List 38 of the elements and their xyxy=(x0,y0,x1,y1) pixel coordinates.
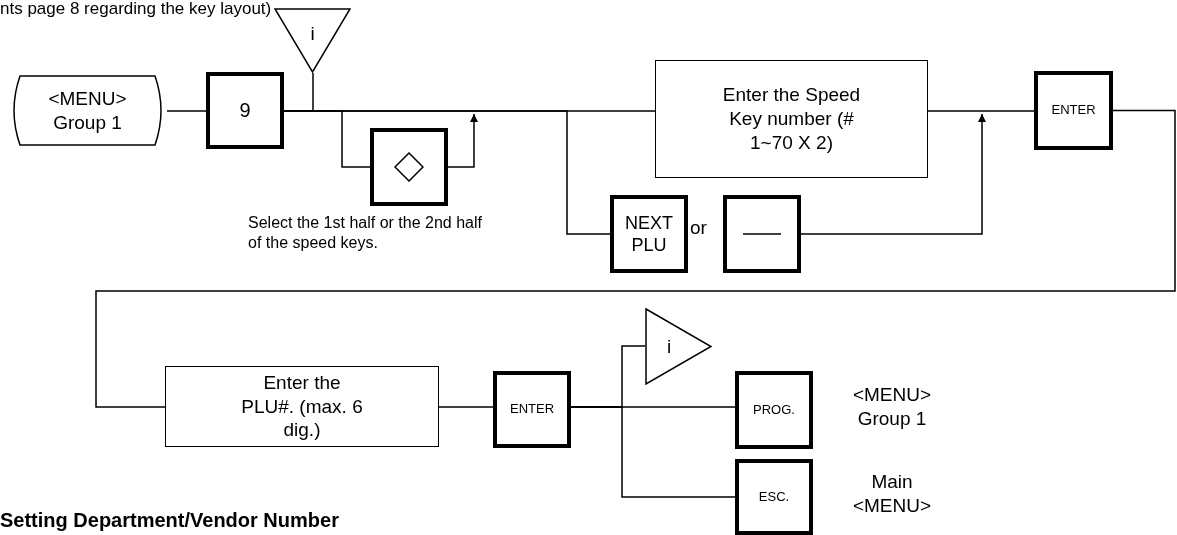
caption-text: <MENU> Group 1 xyxy=(851,383,933,431)
key-box xyxy=(370,128,448,206)
node-text: ESC. xyxy=(758,488,790,506)
key-box xyxy=(493,371,571,448)
connector-word: or xyxy=(690,218,707,237)
node-text: Enter the PLU#. (max. 6 dig.) xyxy=(240,370,364,443)
key-box xyxy=(735,371,813,449)
node-text: PROG. xyxy=(753,401,795,419)
arrow xyxy=(447,113,478,168)
arrow xyxy=(800,113,986,235)
node-text: Enter the Speed Key number (# 1~70 X 2) xyxy=(721,83,862,155)
key-box xyxy=(610,195,688,273)
node-text: i xyxy=(667,334,672,359)
key-box xyxy=(1034,71,1113,150)
caption-text: Main <MENU> xyxy=(851,470,933,518)
connector-line xyxy=(438,406,494,408)
key-box xyxy=(735,459,813,535)
connector-line xyxy=(927,110,1035,112)
node-text: ENTER xyxy=(1051,102,1096,119)
note-text: nts page 8 regarding the key layout) xyxy=(0,0,272,17)
connector-line xyxy=(95,109,1176,408)
key-box xyxy=(723,195,801,273)
connector-line xyxy=(166,110,207,112)
connector-line xyxy=(570,406,736,498)
connector-line xyxy=(312,72,314,112)
node-text: 9 xyxy=(239,98,251,123)
section-heading: Setting Department/Vendor Number xyxy=(0,510,339,530)
node-text: ENTER xyxy=(509,401,555,418)
process-box xyxy=(655,60,928,178)
info-triangle xyxy=(274,8,351,73)
connector-line xyxy=(283,110,611,235)
node-text: NEXT PLU xyxy=(624,211,674,257)
caption-text: Select the 1st half or the 2nd half of the speed keys. xyxy=(248,213,483,253)
node-text: <MENU> Group 1 xyxy=(47,86,128,135)
process-box xyxy=(165,366,439,447)
info-triangle xyxy=(645,308,712,385)
key-box xyxy=(206,72,284,149)
node-text: i xyxy=(310,22,315,46)
